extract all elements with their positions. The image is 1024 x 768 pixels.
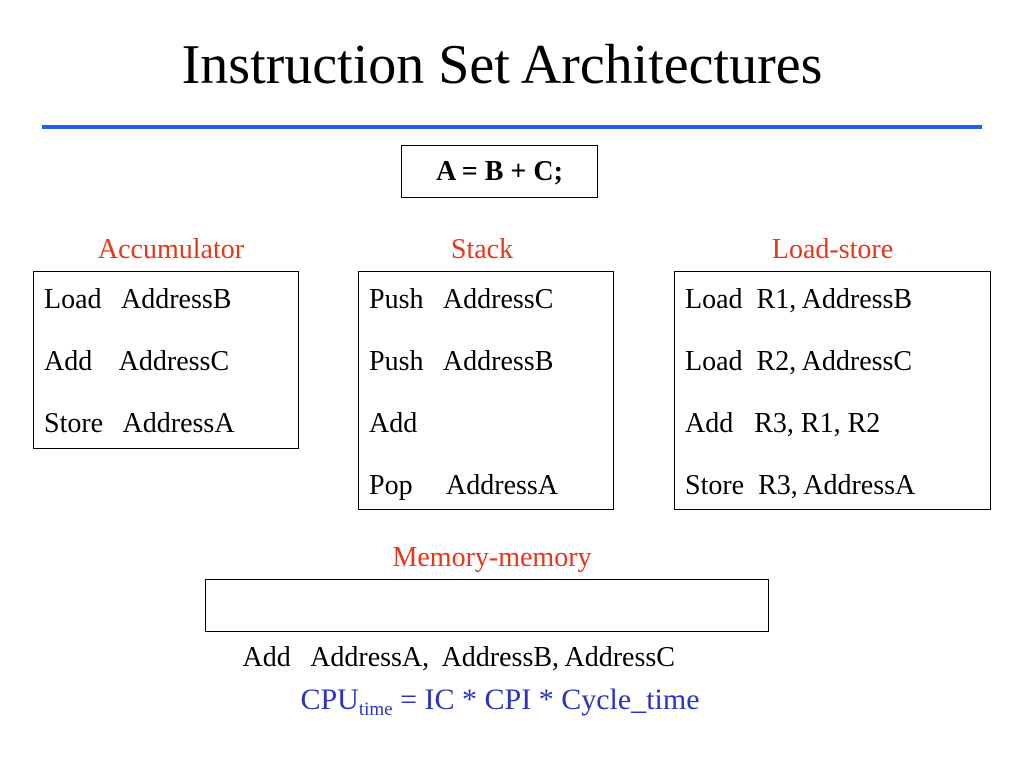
- memory-memory-code-box: Add AddressA, AddressB, AddressC: [205, 579, 769, 673]
- load-store-line: Add R3, R1, R2: [685, 408, 881, 439]
- stack-line: Push AddressB: [369, 346, 554, 377]
- accumulator-line: Add AddressC: [44, 346, 230, 377]
- load-store-line: Load R1, AddressB: [685, 284, 913, 315]
- accumulator-heading: Accumulator: [97, 234, 245, 265]
- accumulator-code-box: Load AddressB Add AddressC Store Address…: [33, 271, 299, 449]
- slide-title: Instruction Set Architectures: [181, 34, 823, 96]
- stack-line: Add: [369, 408, 418, 439]
- stack-line: Push AddressC: [369, 284, 554, 315]
- load-store-code-box: Load R1, AddressB Load R2, AddressC Add …: [674, 271, 991, 510]
- memory-memory-heading: Memory-memory: [392, 542, 592, 573]
- accumulator-line: Store AddressA: [44, 408, 235, 439]
- memory-memory-line: Add AddressA, AddressB, AddressC: [242, 642, 675, 673]
- cpu-time-formula: CPUtime = IC * CPI * Cycle_time: [0, 680, 1000, 730]
- load-store-heading: Load-store: [771, 234, 894, 265]
- stack-code-box: Push AddressC Push AddressB Add Pop Addr…: [358, 271, 614, 510]
- accumulator-line: Load AddressB: [44, 284, 232, 315]
- formula-subscript: time: [358, 699, 393, 720]
- load-store-line: Load R2, AddressC: [685, 346, 913, 377]
- stack-heading: Stack: [450, 234, 514, 265]
- stack-line: Pop AddressA: [369, 470, 559, 501]
- expression-text: A = B + C;: [436, 156, 563, 187]
- formula-rhs: = IC * CPI * Cycle_time: [392, 683, 700, 716]
- title-underline: [42, 125, 982, 129]
- formula-lhs: CPU: [300, 683, 359, 716]
- expression-box: A = B + C;: [401, 145, 598, 198]
- load-store-line: Store R3, AddressA: [685, 470, 916, 501]
